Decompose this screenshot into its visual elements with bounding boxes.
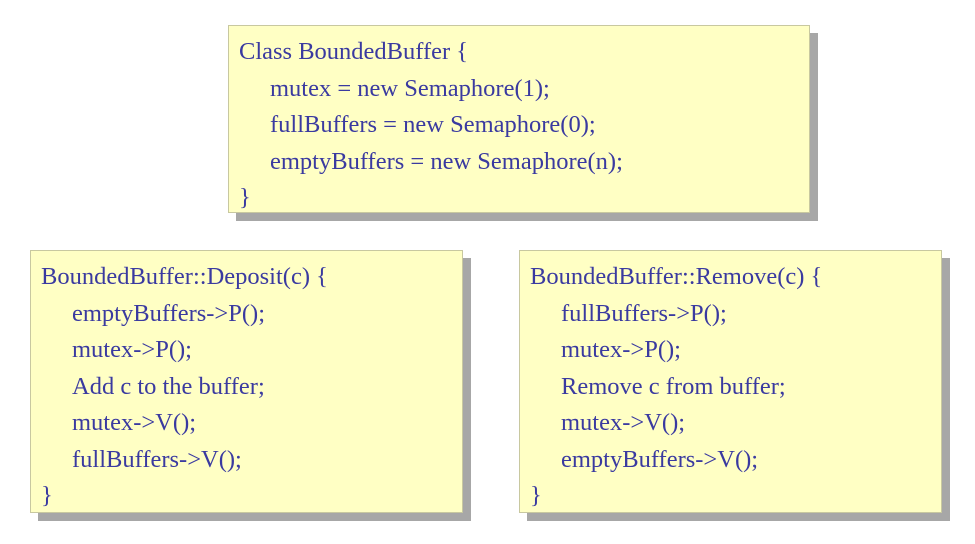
- deposit-line: mutex->V();: [72, 409, 197, 436]
- deposit-header: BoundedBuffer::Deposit(c) {: [41, 263, 328, 290]
- deposit-line: Add c to the buffer;: [72, 372, 265, 400]
- deposit-line: fullBuffers->V();: [72, 445, 242, 473]
- remove-line: fullBuffers->P();: [561, 299, 727, 327]
- class-line-mutex: mutex = new Semaphore(1);: [270, 74, 550, 102]
- class-line-empty-buffers: emptyBuffers = new Semaphore(n);: [270, 147, 623, 175]
- deposit-line: emptyBuffers->P();: [72, 299, 265, 327]
- remove-closing-brace: }: [530, 482, 542, 509]
- deposit-line: mutex->P();: [72, 336, 192, 363]
- deposit-closing-brace: }: [41, 482, 53, 509]
- remove-line: emptyBuffers->V();: [561, 445, 759, 473]
- deposit-method-box: BoundedBuffer::Deposit(c) { emptyBuffers…: [30, 250, 463, 513]
- remove-method-box: BoundedBuffer::Remove(c) { fullBuffers->…: [519, 250, 942, 513]
- class-header: Class BoundedBuffer {: [239, 38, 469, 65]
- remove-header: BoundedBuffer::Remove(c) {: [530, 263, 823, 290]
- class-line-full-buffers: fullBuffers = new Semaphore(0);: [270, 111, 596, 138]
- remove-line: mutex->P();: [561, 336, 681, 363]
- class-closing-brace: }: [239, 184, 251, 211]
- remove-line: Remove c from buffer;: [561, 372, 786, 400]
- class-definition-box: Class BoundedBuffer { mutex = new Semaph…: [228, 25, 810, 213]
- remove-line: mutex->V();: [561, 409, 686, 436]
